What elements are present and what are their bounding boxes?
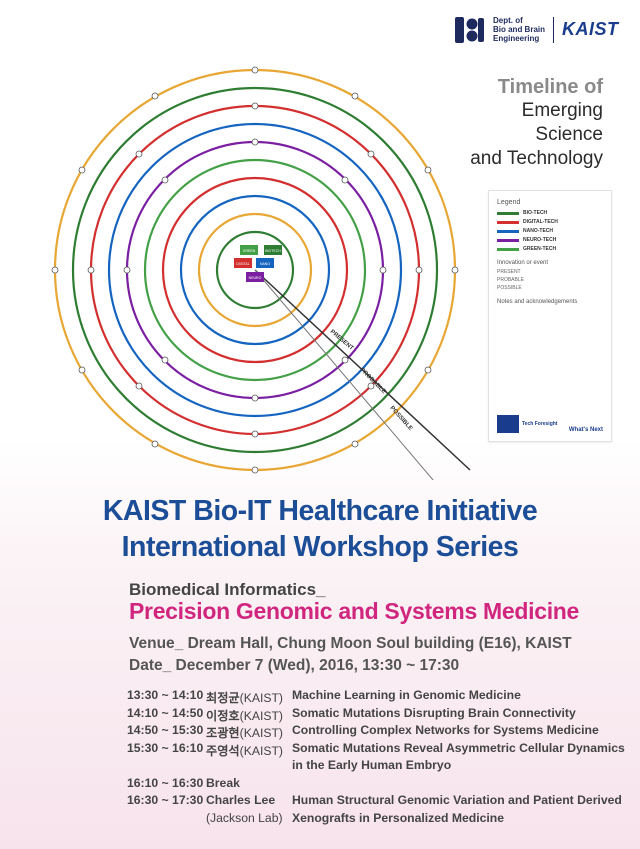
- poster-legend-card: Legend BIO-TECH DIGITAL-TECH NANO-TECH N…: [488, 190, 612, 442]
- schedule-row: 14:10 ~ 14:50 이정호(KAIST) Somatic Mutatio…: [127, 706, 627, 724]
- schedule-row: 13:30 ~ 14:10 최정균(KAIST) Machine Learnin…: [127, 688, 627, 706]
- speaker-name: 최정균(KAIST): [206, 688, 283, 706]
- schedule-row: 14:50 ~ 15:30 조광현(KAIST) Controlling Com…: [127, 723, 627, 741]
- timeline-title-line-3: and Technology: [470, 148, 603, 169]
- legend-swatch: [497, 229, 519, 233]
- innovation-row: PROBABLE: [497, 277, 524, 283]
- center-label-nano: NANO: [260, 262, 270, 266]
- legend-label: GREEN-TECH: [523, 246, 557, 252]
- speaker-affiliation: (Jackson Lab): [206, 810, 283, 825]
- subtitle-topic: Precision Genomic and Systems Medicine: [129, 598, 580, 624]
- speaker-affiliation: (KAIST): [239, 726, 283, 740]
- speaker-affiliation: (KAIST): [239, 743, 283, 758]
- speaker-affiliation: (KAIST): [239, 691, 283, 705]
- kaist-logo: KAIST: [562, 19, 619, 39]
- speaker-name-text: 이정호: [206, 708, 240, 723]
- subtitle-series: Biomedical Informatics_: [129, 580, 326, 599]
- date-line: Date_ December 7 (Wed), 2016, 13:30 ~ 17…: [129, 657, 460, 674]
- bbe-logo-icon: [455, 16, 484, 43]
- venue-line: Venue_ Dream Hall, Chung Moon Soul build…: [129, 635, 572, 652]
- dept-line-1: Dept. of: [493, 16, 523, 25]
- timeline-title: Timeline of Emerging Science and Technol…: [453, 76, 603, 171]
- schedule-row: 15:30 ~ 16:10 주영석(KAIST) Somatic Mutatio…: [127, 741, 627, 759]
- innovation-title: Innovation or event: [497, 260, 549, 266]
- schedule-time: 16:30 ~ 17:30: [127, 793, 204, 807]
- legend-swatch: [497, 247, 519, 251]
- notes-title: Notes and acknowledgements: [497, 299, 578, 305]
- tech-foresight-icon: [497, 415, 519, 433]
- workshop-title-line-1: KAIST Bio-IT Healthcare Initiative: [102, 495, 538, 527]
- speaker-name-text: 주영석: [206, 743, 240, 758]
- speaker-name: 주영석(KAIST): [206, 741, 283, 759]
- tech-foresight-logo: Tech Foresight: [497, 415, 557, 433]
- schedule-time: 16:10 ~ 16:30: [127, 775, 204, 790]
- legend-row: NEURO-TECH: [497, 237, 603, 243]
- speaker-name-text: 최정균: [206, 691, 240, 705]
- schedule-row: 16:10 ~ 16:30 Break: [127, 776, 627, 794]
- legend-row: GREEN-TECH: [497, 246, 603, 252]
- legend-row: DIGITAL-TECH: [497, 219, 603, 225]
- center-label-digital: DIGITAL: [236, 262, 249, 266]
- workshop-title-line-2: International Workshop Series: [121, 531, 519, 563]
- talk-title: Human Structural Genomic Variation and P…: [292, 793, 622, 807]
- schedule-time: 15:30 ~ 16:10: [127, 740, 204, 755]
- speaker-name: Charles Lee: [206, 793, 276, 807]
- timeline-title-line-1: Timeline of: [497, 76, 603, 98]
- schedule-time: 14:10 ~ 14:50: [127, 705, 204, 720]
- talk-title-continued: in the Early Human Embryo: [292, 758, 452, 772]
- dept-name: Dept. of Bio and Brain Engineering: [493, 16, 545, 43]
- break-label: Break: [206, 775, 240, 790]
- tech-foresight-label: Tech Foresight: [522, 421, 558, 427]
- speaker-name: 이정호(KAIST): [206, 706, 283, 724]
- dept-line-2: Bio and Brain: [493, 25, 546, 34]
- schedule-row: 16:30 ~ 17:30 Charles Lee Human Structur…: [127, 793, 627, 811]
- venue-date-block: Venue_ Dream Hall, Chung Moon Soul build…: [129, 633, 572, 677]
- workshop-title: KAIST Bio-IT Healthcare Initiative Inter…: [0, 493, 640, 565]
- legend-swatch: [497, 238, 519, 242]
- whats-next-logo: What's Next: [568, 427, 603, 433]
- talk-title: Controlling Complex Networks for Systems…: [292, 723, 599, 737]
- legend-swatch: [497, 220, 519, 224]
- center-label-green: GREEN: [243, 249, 256, 253]
- legend-label: NEURO-TECH: [523, 237, 557, 243]
- timeline-poster-graphic: GREEN DIGITAL NANO NEURO BIOTECH PRESENT…: [51, 66, 471, 480]
- talk-title: Machine Learning in Genomic Medicine: [292, 688, 521, 702]
- dept-line-3: Engineering: [493, 34, 540, 43]
- innovation-row: POSSIBLE: [497, 285, 522, 291]
- innovation-row: PRESENT: [497, 269, 521, 275]
- arc-label-possible: POSSIBLE: [389, 405, 414, 432]
- talk-title-continued: Xenografts in Personalized Medicine: [292, 810, 504, 825]
- legend-row: NANO-TECH: [497, 228, 603, 234]
- legend-footer: Tech Foresight What's Next: [497, 415, 603, 433]
- schedule-row: (Jackson Lab) Xenografts in Personalized…: [127, 811, 627, 829]
- header-logos: Dept. of Bio and Brain Engineering KAIST: [455, 16, 619, 43]
- schedule-row: in the Early Human Embryo: [127, 758, 627, 776]
- talk-title: Somatic Mutations Reveal Asymmetric Cell…: [292, 740, 625, 755]
- schedule-time: 13:30 ~ 14:10: [127, 688, 204, 702]
- legend-label: NANO-TECH: [523, 228, 553, 234]
- schedule-time: 14:50 ~ 15:30: [127, 723, 204, 737]
- schedule-table: 13:30 ~ 14:10 최정균(KAIST) Machine Learnin…: [127, 688, 627, 828]
- speaker-affiliation: (KAIST): [239, 708, 283, 723]
- legend-label: DIGITAL-TECH: [523, 219, 558, 225]
- legend-label: BIO-TECH: [523, 210, 548, 216]
- talk-title: Somatic Mutations Disrupting Brain Conne…: [292, 705, 576, 720]
- legend-swatch: [497, 211, 519, 215]
- center-label-neuro: NEURO: [249, 276, 262, 280]
- speaker-name: 조광현(KAIST): [206, 723, 283, 741]
- timeline-title-line-2: Emerging Science: [521, 100, 603, 145]
- speaker-name-text: 조광현: [206, 726, 240, 740]
- legend-title: Legend: [497, 199, 521, 206]
- arc-label-probable: PROBABLE: [359, 367, 387, 395]
- center-label-biotech: BIOTECH: [265, 249, 281, 253]
- logo-divider: [553, 16, 555, 43]
- legend-row: BIO-TECH: [497, 210, 603, 216]
